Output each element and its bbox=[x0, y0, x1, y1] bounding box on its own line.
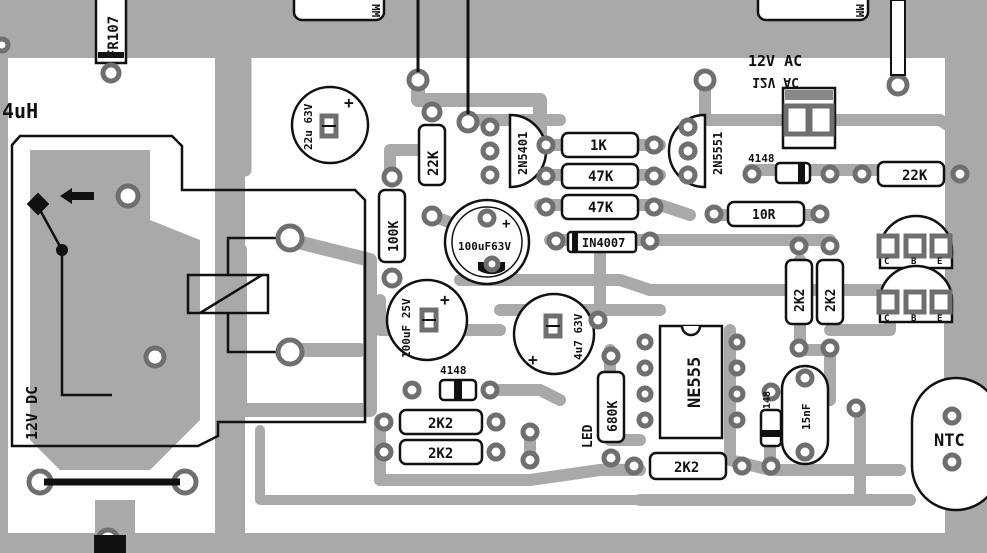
diode-4148-b: 4148 bbox=[402, 364, 500, 402]
diode-4148-a: 4148 bbox=[742, 152, 840, 185]
r10r-label: 10R bbox=[752, 208, 776, 223]
capacitor-100u63: + 100uF63V bbox=[443, 198, 531, 286]
capacitor-100u25: + 100uF 25V bbox=[385, 278, 469, 362]
ntc-label: NTC bbox=[934, 431, 965, 451]
r2k2h1-label: 2K2 bbox=[428, 416, 453, 432]
capacitor-22u: 22u 63V + bbox=[290, 85, 370, 165]
resistor-2k2-v2: 2K2 bbox=[815, 236, 845, 358]
c15n-label: 15nF bbox=[800, 404, 813, 431]
pad bbox=[846, 398, 866, 418]
transistor-2n5551: 2N5551 bbox=[667, 113, 725, 189]
r100k-label: 100K bbox=[387, 221, 402, 252]
pad bbox=[0, 36, 11, 54]
pin-c2: C bbox=[884, 314, 889, 324]
resistor-47k-a: 47K bbox=[536, 162, 664, 190]
inductor-label: 4uH bbox=[2, 99, 38, 123]
mm-label-left: MM bbox=[369, 4, 382, 18]
plus-mark: + bbox=[528, 350, 538, 369]
pin-e2: E bbox=[937, 314, 942, 324]
capacitor-15n: 15nF bbox=[780, 364, 830, 466]
led: LED bbox=[520, 422, 596, 470]
c100u-label: 100uF63V bbox=[458, 240, 511, 253]
supply-ac-mirror-label: 12V AC bbox=[752, 74, 799, 89]
plus-mark: + bbox=[502, 216, 510, 232]
pin-b2: B bbox=[911, 314, 917, 324]
relay-outline: 12V DC bbox=[10, 134, 367, 496]
plus-mark: + bbox=[440, 290, 450, 309]
c100u25-label: 100uF 25V bbox=[400, 298, 413, 358]
resistor-2k2-h2: 2K2 bbox=[374, 438, 506, 466]
r2k2h3-label: 2K2 bbox=[674, 460, 699, 476]
r22kb-label: 22K bbox=[902, 168, 928, 184]
resistor-2k2-h3: 2K2 bbox=[624, 451, 752, 481]
r2k2v1-label: 2K2 bbox=[793, 289, 808, 312]
fr107-label: FR107 bbox=[106, 16, 122, 58]
capacitor-4u7: 4u7 63V + bbox=[512, 292, 608, 376]
r2k2v2-label: 2K2 bbox=[824, 289, 839, 312]
pin-b1: B bbox=[911, 257, 917, 267]
resistor-22k-a: 22K bbox=[417, 101, 447, 227]
ntc-thermistor: NTC bbox=[910, 376, 987, 512]
q5401-label: 2N5401 bbox=[516, 132, 530, 175]
supply-ac-label: 12V AC bbox=[748, 52, 802, 70]
plus-mark: + bbox=[344, 93, 354, 112]
q5551-label: 2N5551 bbox=[711, 132, 725, 175]
led-label: LED bbox=[581, 424, 596, 448]
transistor-right-2: C B E bbox=[876, 264, 954, 324]
ne555-label: NE555 bbox=[685, 357, 705, 408]
r1k-label: 1K bbox=[590, 138, 607, 154]
pin-c1: C bbox=[884, 257, 889, 267]
r680k-label: 680K bbox=[606, 401, 621, 432]
resistor-2k2-v1: 2K2 bbox=[784, 236, 814, 358]
resistor-2k2-h1: 2K2 bbox=[374, 408, 506, 436]
r22ka-label: 22K bbox=[426, 150, 442, 176]
supply-dc-label: 12V DC bbox=[23, 386, 41, 440]
resistor-680k: 680K bbox=[596, 346, 626, 468]
component-body bbox=[94, 535, 126, 553]
d4148b-label: 4148 bbox=[440, 364, 467, 377]
c4u7-label: 4u7 63V bbox=[572, 313, 585, 360]
d4148c-label: 4148 bbox=[762, 391, 773, 415]
r2k2h2-label: 2K2 bbox=[428, 446, 453, 462]
resistor-22k-b: 22K bbox=[852, 160, 970, 188]
transistor-right-1: C B E bbox=[876, 214, 954, 270]
pad bbox=[693, 68, 717, 92]
diode-4148-c: 4148 bbox=[759, 382, 783, 476]
mm-label-right: MM bbox=[853, 4, 866, 18]
diode-fr107: FR107 bbox=[94, 0, 128, 84]
r47kb-label: 47K bbox=[588, 200, 614, 216]
resistor-1k: 1K bbox=[536, 131, 664, 159]
pad bbox=[456, 110, 480, 134]
resistor-10r: 10R bbox=[704, 200, 830, 228]
d4148a-label: 4148 bbox=[748, 152, 775, 165]
ic-ne555: NE555 bbox=[636, 324, 746, 440]
r47ka-label: 47K bbox=[588, 169, 614, 185]
header-top-left: MM bbox=[292, 0, 386, 22]
resistor-100k: 100K bbox=[377, 166, 407, 289]
c22u-label: 22u 63V bbox=[302, 103, 315, 150]
resistor-47k-b: 47K bbox=[536, 193, 664, 221]
ac-connector: 12V AC 12V AC bbox=[748, 0, 910, 150]
diode-1n4007: IN4007 bbox=[546, 230, 660, 254]
header-top-right: MM bbox=[756, 0, 870, 22]
pad bbox=[406, 68, 430, 92]
d1n4007-label: IN4007 bbox=[582, 236, 625, 250]
pin-e1: E bbox=[937, 257, 942, 267]
